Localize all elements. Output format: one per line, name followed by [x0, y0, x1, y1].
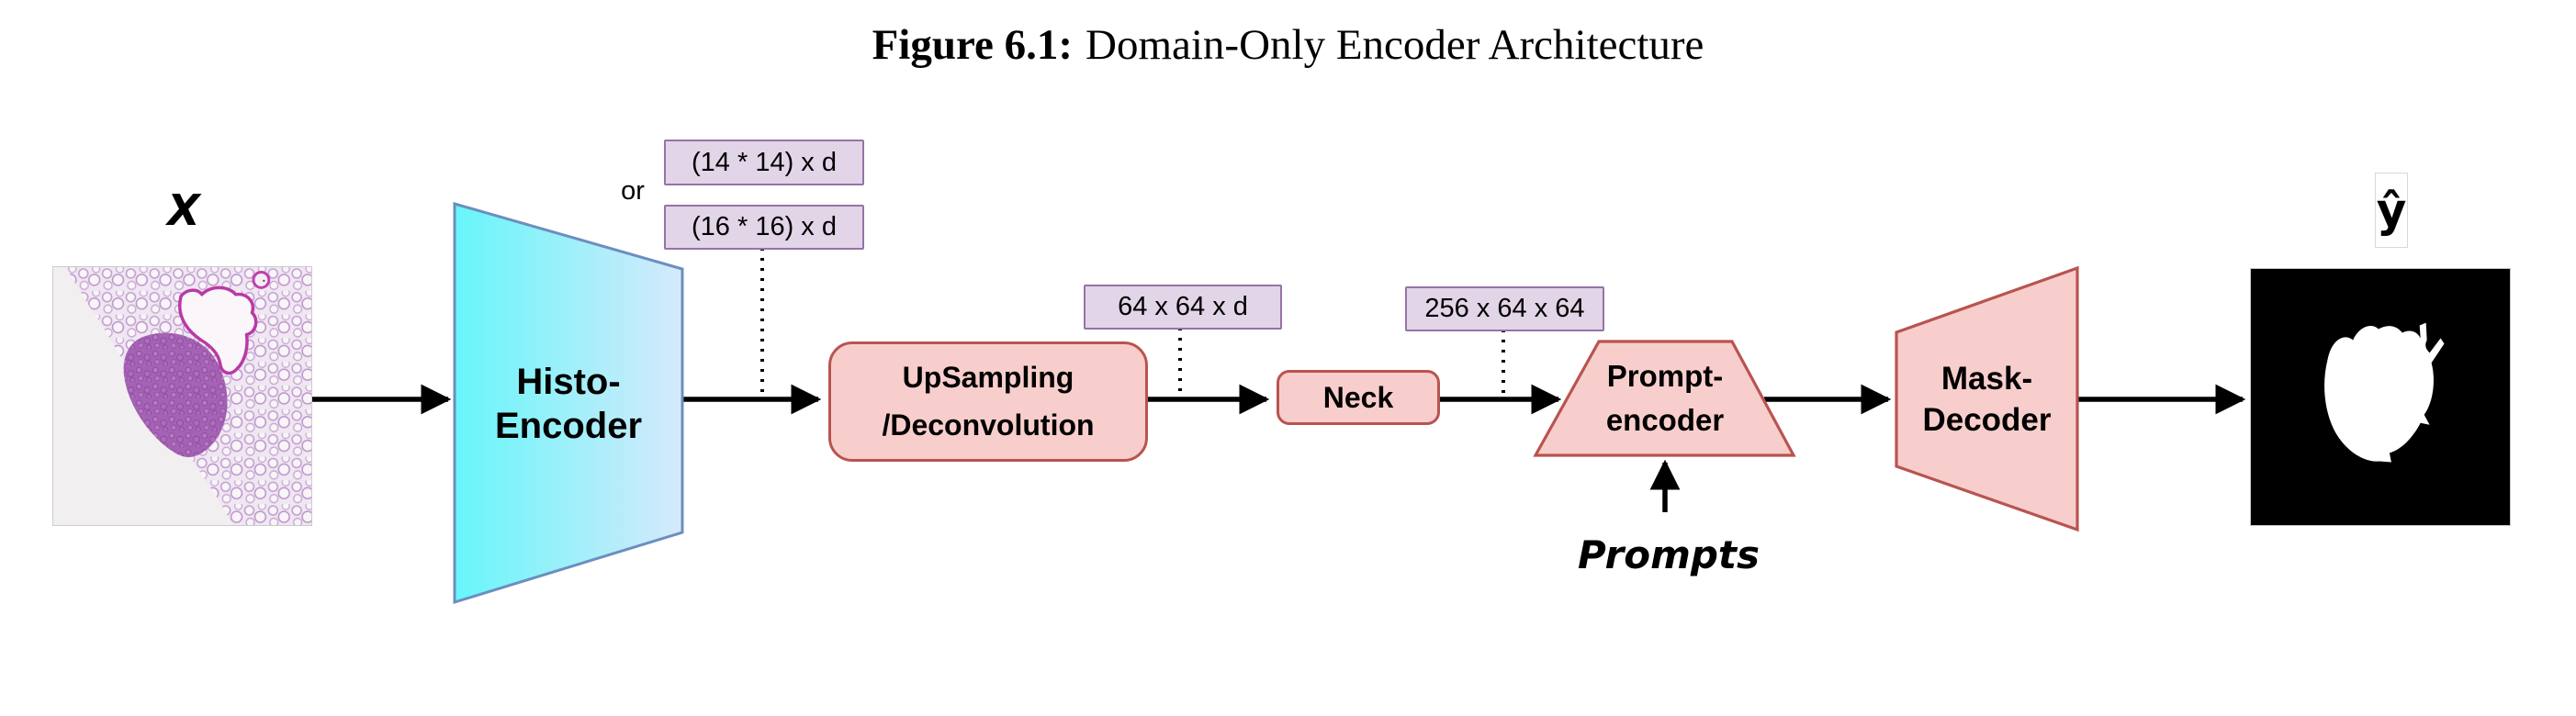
mask-illustration: [2251, 269, 2510, 525]
upsampling-line2: /Deconvolution: [882, 408, 1095, 442]
prompt-encoder-label: Prompt- encoder: [1558, 347, 1772, 450]
dim-box-patch16: (16 * 16) x d: [664, 205, 864, 250]
input-histology-image: [52, 266, 312, 526]
output-mask-image: [2250, 268, 2511, 526]
histo-encoder-label: Histo- Encoder: [455, 220, 682, 587]
mask-decoder-label: Mask- Decoder: [1896, 332, 2077, 466]
dim-box-upsample-out: 64 x 64 x d: [1084, 285, 1282, 330]
neck-block: Neck: [1277, 370, 1440, 425]
input-label: X: [167, 185, 200, 235]
output-label-glyph: ŷ: [2376, 184, 2407, 237]
prompt-encoder-line1: Prompt-: [1606, 359, 1724, 394]
or-label: or: [621, 176, 645, 206]
histo-encoder-shape: [453, 202, 684, 605]
dim-box-patch14: (14 * 14) x d: [664, 140, 864, 185]
figure-caption-title: Domain-Only Encoder Architecture: [1086, 21, 1704, 69]
mask-decoder-line2: Decoder: [1922, 402, 2052, 438]
mask-decoder-shape: [1895, 265, 2079, 532]
dim-box-neck-out: 256 x 64 x 64: [1405, 286, 1604, 331]
figure-caption: Figure 6.1: Domain-Only Encoder Architect…: [0, 20, 2576, 70]
figure-caption-label: Figure 6.1:: [872, 21, 1073, 69]
histology-illustration: [53, 267, 311, 525]
histo-encoder-line2: Encoder: [494, 406, 643, 446]
prompts-label: Prompts: [1578, 532, 1760, 577]
prompt-encoder-line2: encoder: [1605, 403, 1725, 437]
mask-blob: [2324, 322, 2445, 463]
neck-label: Neck: [1322, 380, 1394, 414]
mask-decoder-line1: Mask-: [1940, 360, 2033, 397]
dimension-dotted-lines: [760, 248, 1505, 395]
flow-arrows: [312, 384, 2246, 512]
upsampling-line1: UpSampling: [902, 360, 1074, 394]
upsampling-block: UpSampling /Deconvolution: [828, 341, 1148, 462]
prompt-encoder-shape: [1533, 340, 1796, 457]
histo-encoder-line1: Histo-: [516, 362, 621, 402]
output-label: ŷ: [2375, 173, 2408, 248]
